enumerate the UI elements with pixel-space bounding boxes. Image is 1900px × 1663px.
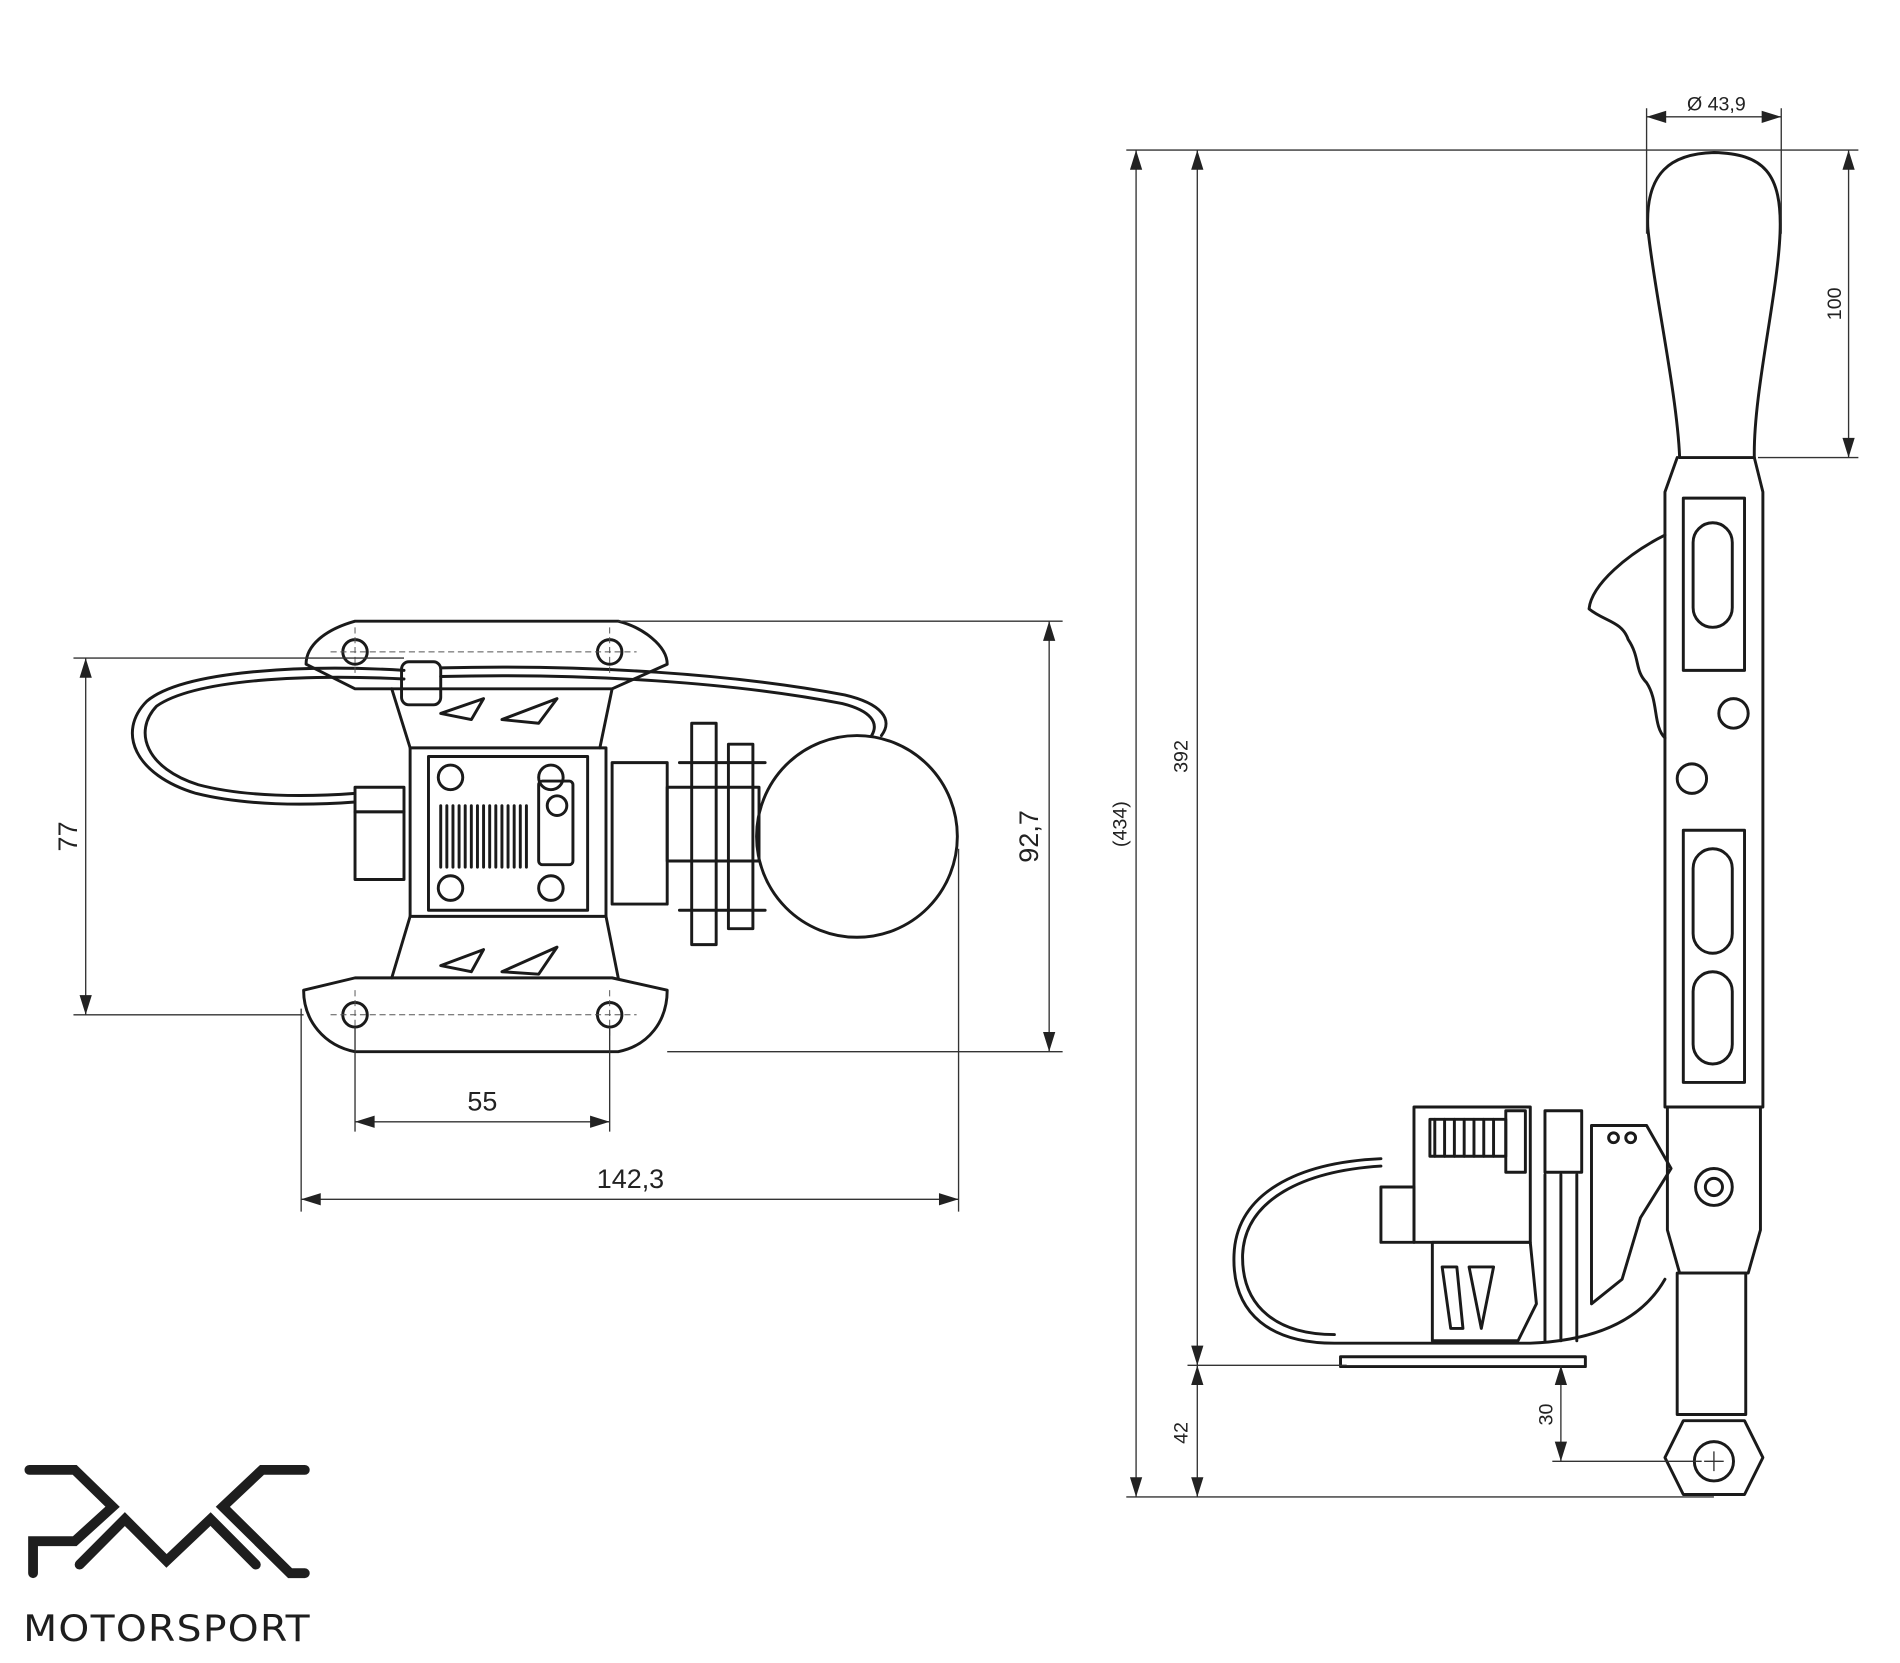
dim-knob-height: 100: [1126, 149, 1859, 459]
brand-name: MOTORSPORT: [23, 1607, 311, 1650]
dim-mount-height: 77: [53, 657, 404, 1016]
dim-total-height: 92,7: [618, 620, 1063, 1053]
dim-label: 55: [467, 1087, 497, 1117]
ball: [755, 734, 959, 939]
dim-total-width: 142,3: [300, 848, 960, 1212]
dim-label: 42: [1171, 1422, 1193, 1444]
cap: [400, 660, 443, 707]
top-view: 77 92,7 55 142,3: [53, 619, 1063, 1212]
dim-hole-spacing: 55: [354, 1027, 611, 1132]
dim-label: 392: [1171, 740, 1193, 773]
dim-label: 77: [53, 821, 83, 851]
lever-shaft: [1663, 456, 1765, 1109]
pmc-motorsport-logo: MOTORSPORT: [23, 1464, 311, 1650]
cable-loop: [130, 666, 406, 806]
dim-label: (434): [1109, 801, 1131, 847]
body: [408, 746, 608, 918]
side-view: Ø 43,9 100 (434) 392 42 30: [1109, 94, 1859, 1498]
dim-lever-height: 392: [1171, 150, 1347, 1367]
dim-below-base: 42: [1171, 1365, 1204, 1497]
sensor-body: [1412, 1105, 1532, 1244]
knob: [1646, 151, 1782, 460]
dim-overall-height: (434): [1109, 150, 1714, 1498]
logo-mark: [24, 1464, 120, 1579]
cable-loop: [1232, 1157, 1667, 1345]
base-plate: [1339, 1355, 1587, 1369]
release-trigger: [1587, 533, 1667, 740]
dim-label: 142,3: [597, 1164, 664, 1194]
spring: [439, 804, 528, 869]
dim-label: 30: [1535, 1404, 1557, 1426]
dim-pivot-offset: 30: [1535, 1365, 1702, 1462]
dim-label: 100: [1824, 287, 1846, 320]
pivot-eye: [1663, 1419, 1765, 1496]
dim-label: 92,7: [1014, 810, 1044, 863]
bottom-mount-plate: [302, 976, 669, 1054]
dim-knob-diameter: Ø 43,9: [1645, 94, 1782, 234]
dim-label: Ø 43,9: [1687, 94, 1746, 116]
